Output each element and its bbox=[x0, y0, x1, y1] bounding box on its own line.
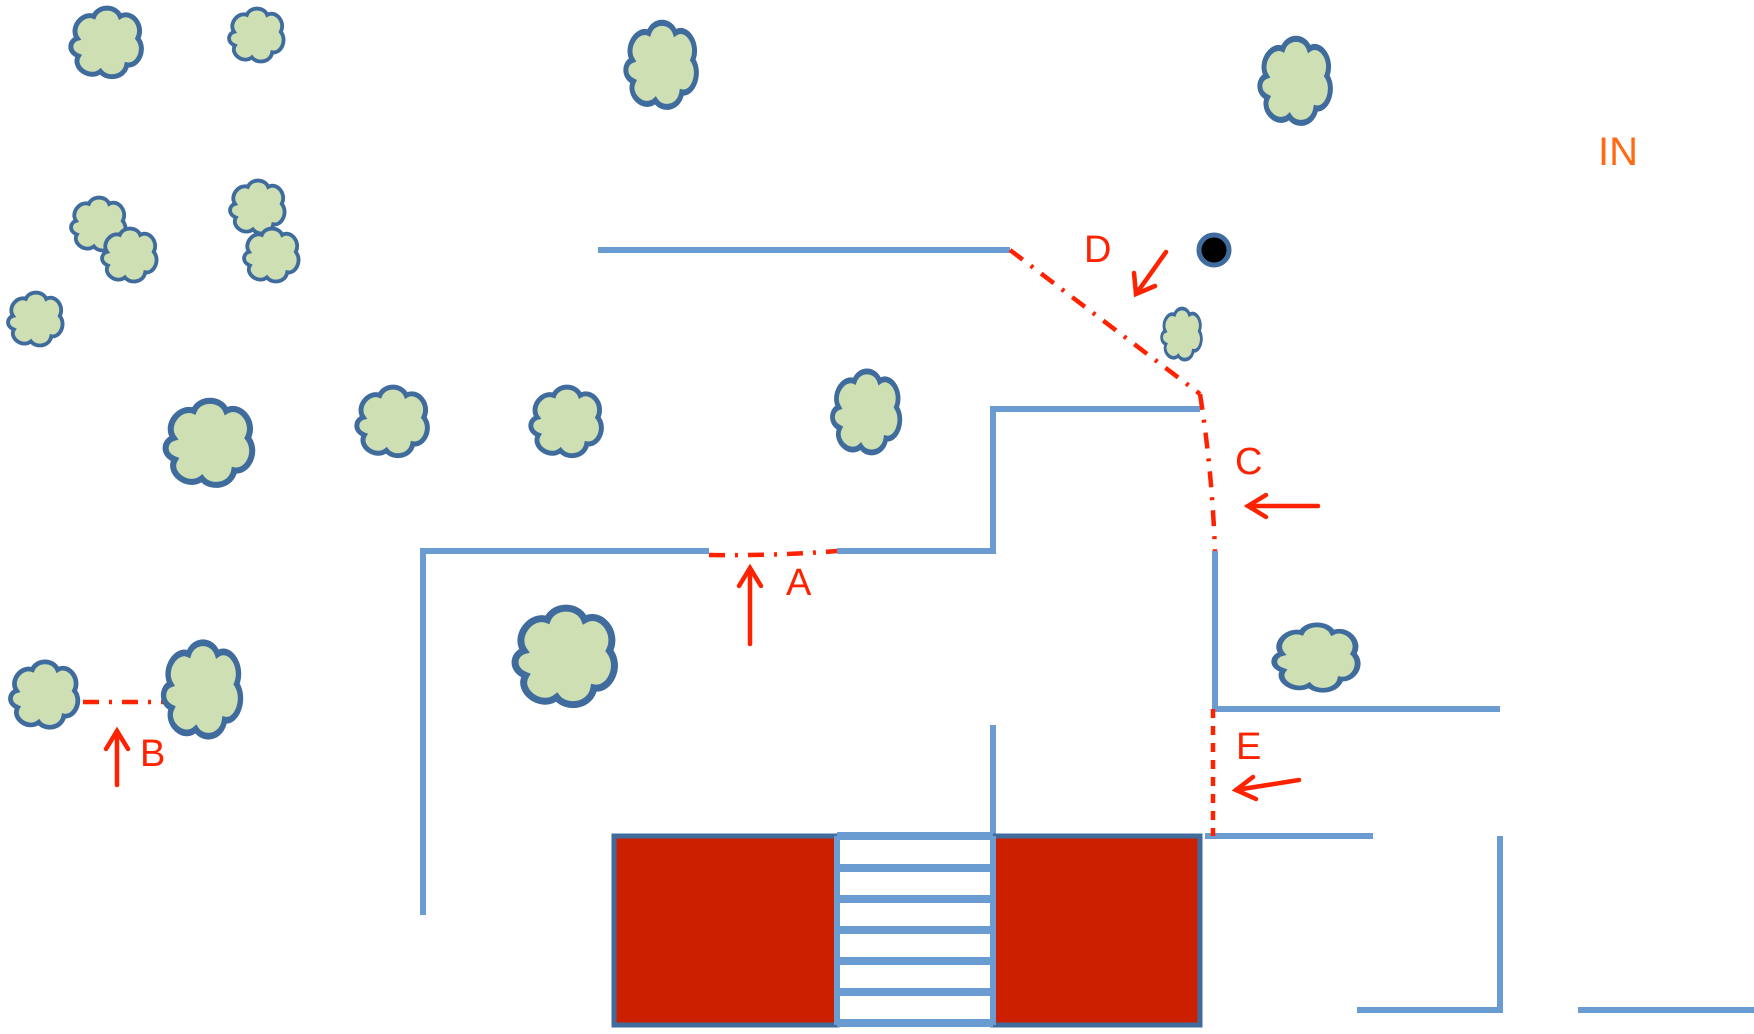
tree-icon bbox=[10, 662, 77, 727]
label-a: A bbox=[786, 562, 812, 604]
wall-far-right-corner bbox=[1357, 836, 1503, 1013]
stairs bbox=[834, 832, 996, 1027]
arrow-icon bbox=[1231, 774, 1302, 802]
building-right-block bbox=[990, 833, 1203, 1028]
label-e: E bbox=[1236, 726, 1261, 768]
wall-left-upper bbox=[420, 548, 709, 915]
gap-markers bbox=[44, 248, 1218, 836]
tree-icon bbox=[6, 290, 65, 348]
wall-middle-step bbox=[837, 406, 1200, 554]
tree-icon bbox=[242, 226, 301, 284]
labels: IN A B C D E bbox=[140, 130, 1638, 775]
tree-icon bbox=[227, 6, 286, 64]
wall-right-east bbox=[1212, 551, 1500, 712]
label-c: C bbox=[1235, 441, 1262, 483]
tree-icon bbox=[626, 23, 697, 107]
arrow-icon bbox=[103, 726, 131, 788]
label-b: B bbox=[140, 733, 165, 775]
tree-icon bbox=[1274, 625, 1357, 690]
tree-icon bbox=[531, 387, 602, 456]
arrow-icon bbox=[736, 563, 764, 647]
trees bbox=[6, 6, 1358, 736]
tree-icon bbox=[228, 178, 287, 236]
in-label: IN bbox=[1598, 130, 1638, 174]
arrow-icon bbox=[1131, 249, 1169, 298]
tree-icon bbox=[164, 643, 241, 736]
walls bbox=[420, 247, 1754, 1013]
position-dot-icon bbox=[1196, 232, 1232, 268]
building bbox=[611, 832, 1203, 1028]
tree-icon bbox=[357, 387, 428, 456]
gap-a bbox=[708, 548, 838, 558]
tree-icon bbox=[166, 401, 253, 485]
tree-icon bbox=[515, 608, 614, 705]
building-left-block bbox=[611, 833, 840, 1028]
tree-icon bbox=[832, 371, 899, 452]
tree-icon bbox=[71, 8, 142, 77]
tree-icon bbox=[1159, 306, 1204, 362]
label-d: D bbox=[1084, 229, 1111, 271]
gap-d bbox=[1008, 248, 1202, 396]
arrows bbox=[103, 249, 1321, 802]
tree-icon bbox=[100, 226, 159, 284]
tree-icon bbox=[1260, 39, 1331, 123]
arrow-icon bbox=[1243, 492, 1321, 520]
gap-c bbox=[1197, 393, 1218, 552]
